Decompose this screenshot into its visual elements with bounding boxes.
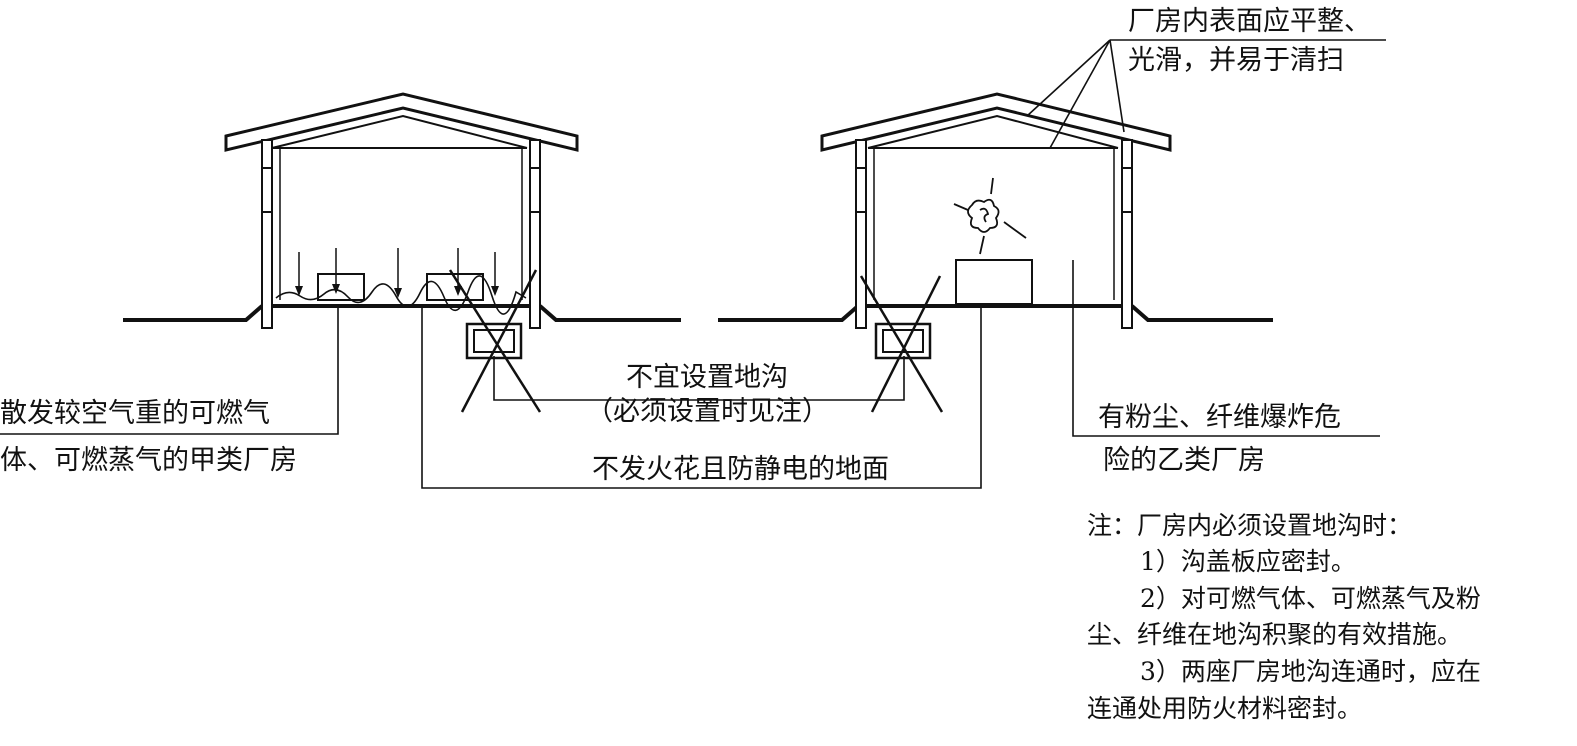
surface-note-line1: 厂房内表面应平整、	[1128, 6, 1371, 37]
left-building-label-line2: 体、可燃蒸气的甲类厂房	[0, 445, 297, 476]
note-3-line1: 3）两座厂房地沟连通时，应在	[1140, 657, 1481, 686]
left-building	[123, 92, 681, 413]
right-building-label-line1: 有粉尘、纤维爆炸危	[1098, 402, 1341, 433]
right-wall-left	[855, 139, 867, 329]
left-roof-outer	[224, 92, 579, 152]
right-trench-cross-1	[859, 275, 944, 413]
right-building-label-line2: 险的乙类厂房	[1103, 445, 1265, 476]
note-2-line2: 尘、纤维在地沟积聚的有效措施。	[1087, 620, 1463, 649]
left-ground-right	[538, 304, 681, 322]
note-3-line2: 连通处用防火材料密封。	[1087, 694, 1363, 723]
right-roof-outer	[820, 92, 1172, 152]
right-trench-outer	[874, 322, 932, 360]
trench-label-line1: 不宜设置地沟	[626, 362, 788, 393]
right-building	[718, 92, 1273, 413]
dust-explosion-symbol	[953, 177, 1027, 255]
right-trench-cross-2	[870, 275, 942, 413]
floor-label: 不发火花且防静电的地面	[592, 454, 889, 485]
surface-note-line2: 光滑，并易于清扫	[1128, 45, 1344, 76]
note-2-line1: 2）对可燃气体、可燃蒸气及粉	[1140, 584, 1481, 613]
right-wall-right	[1121, 139, 1133, 329]
right-ground-left	[718, 304, 860, 322]
left-equipment-1	[317, 273, 365, 301]
left-ground-left	[123, 304, 264, 322]
left-building-label-line1: 散发较空气重的可燃气	[0, 398, 270, 429]
left-ceiling	[271, 114, 528, 149]
left-wall-left	[261, 139, 273, 329]
sinking-arrows	[298, 248, 496, 294]
left-equipment-2	[426, 273, 484, 301]
trench-label-line2: （必须设置时见注）	[586, 396, 829, 427]
notes-title: 注：厂房内必须设置地沟时：	[1087, 511, 1413, 540]
right-ceiling	[867, 114, 1119, 149]
left-trench-cross-1	[448, 269, 542, 413]
note-1: 1）沟盖板应密封。	[1140, 547, 1356, 576]
leader-lines	[0, 39, 1386, 489]
heavy-gas-layer	[275, 275, 527, 315]
right-equipment	[955, 259, 1033, 305]
left-trench-cross-2	[460, 269, 538, 413]
left-wall-right	[529, 139, 541, 329]
right-ground-right	[1130, 304, 1273, 322]
